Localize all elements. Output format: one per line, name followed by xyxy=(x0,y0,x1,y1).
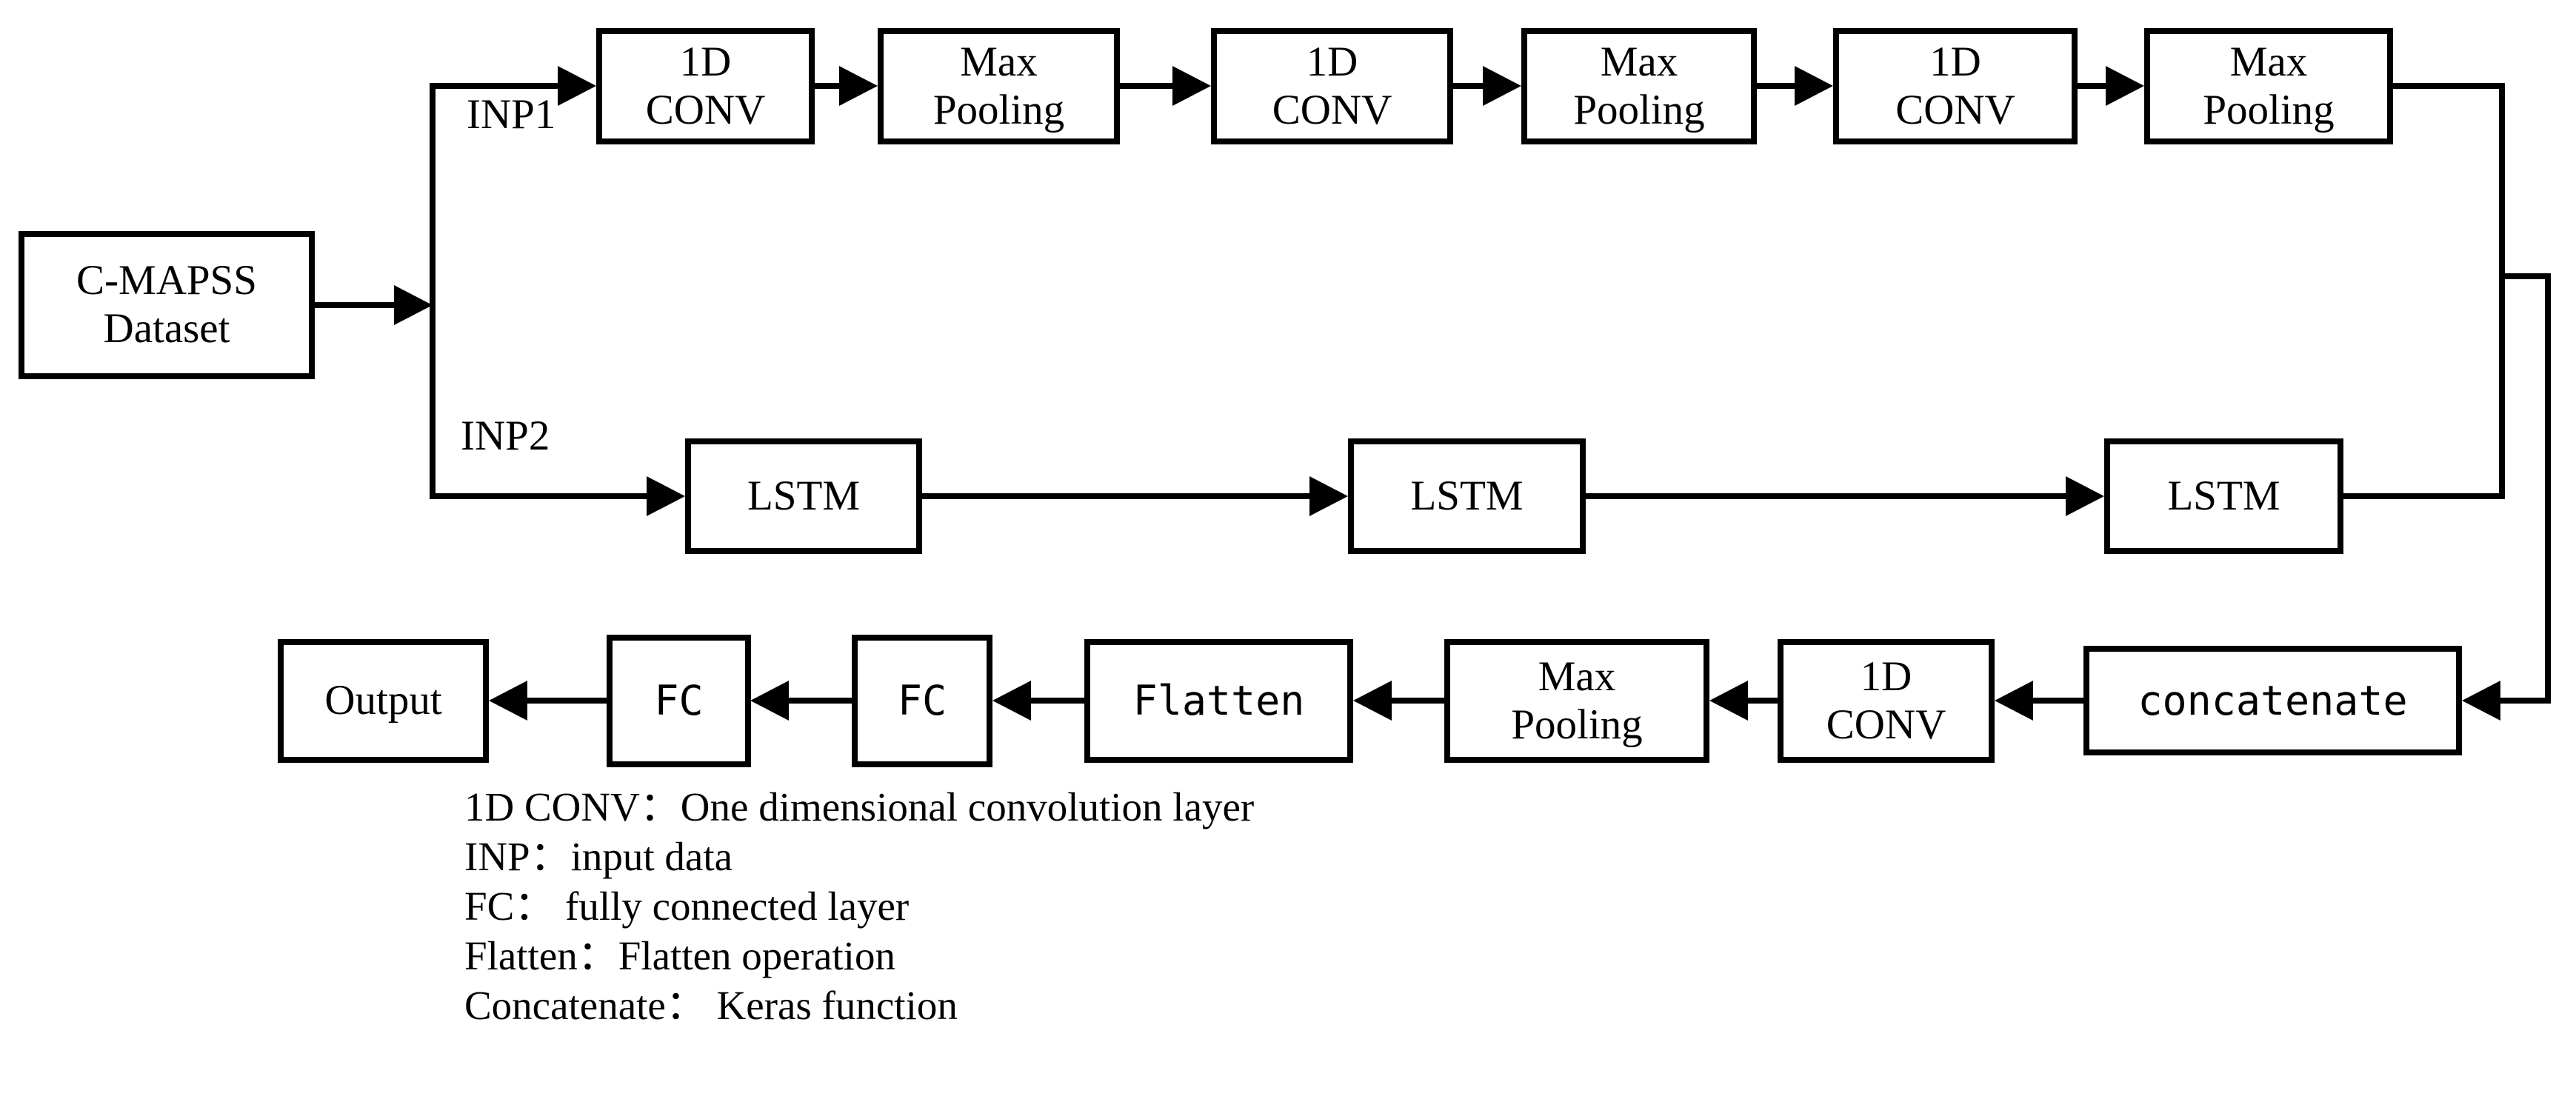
arrowhead-into-pool2-icon xyxy=(1483,66,1521,106)
node-cmapss-dataset: C-MAPSS Dataset xyxy=(19,231,315,379)
edge-dataset-out xyxy=(315,302,396,308)
label-inp2: INP2 xyxy=(461,413,550,459)
arrowhead-into-conv4-icon xyxy=(1995,681,2033,721)
node-1d-conv-3: 1D CONV xyxy=(1833,28,2078,144)
edge-right-rail-outer xyxy=(2545,273,2551,704)
legend: 1D CONV：One dimensional convolution laye… xyxy=(464,782,1254,1030)
node-max-pooling-2: Max Pooling xyxy=(1521,28,1757,144)
legend-line-1d-conv: 1D CONV：One dimensional convolution laye… xyxy=(464,784,1255,829)
legend-line-fc: FC： fully connected layer xyxy=(464,884,910,929)
arrowhead-into-conv1-icon xyxy=(558,66,596,106)
arrowhead-into-branch-icon xyxy=(394,285,433,325)
edge-fc2-fc1 xyxy=(789,698,852,704)
edge-rail-concat xyxy=(2496,698,2551,704)
node-max-pooling-3: Max Pooling xyxy=(2144,28,2393,144)
arrowhead-into-concatenate-icon xyxy=(2462,681,2500,721)
node-fc-1: FC xyxy=(607,635,751,767)
edge-flatten-fc2 xyxy=(1031,698,1084,704)
node-1d-conv-2: 1D CONV xyxy=(1211,28,1453,144)
edge-fc1-output xyxy=(527,698,607,704)
arrowhead-into-flatten-icon xyxy=(1353,681,1392,721)
edge-lstm1-lstm2 xyxy=(922,493,1312,499)
arrowhead-into-fc2-icon xyxy=(992,681,1031,721)
legend-line-inp: INP：input data xyxy=(464,834,733,879)
node-1d-conv-1: 1D CONV xyxy=(596,28,815,144)
edge-lstm3-out xyxy=(2343,493,2505,499)
node-max-pooling-1: Max Pooling xyxy=(878,28,1120,144)
edge-pool1-conv2 xyxy=(1120,83,1176,89)
arrowhead-into-pool3-icon xyxy=(2106,66,2144,106)
edge-conv3-pool3 xyxy=(2078,83,2109,89)
node-output: Output xyxy=(278,639,489,763)
arrowhead-into-conv3-icon xyxy=(1795,66,1833,106)
edge-pool4-flatten xyxy=(1392,698,1444,704)
legend-line-concatenate: Concatenate： Keras function xyxy=(464,983,958,1028)
arrowhead-into-conv2-icon xyxy=(1172,66,1211,106)
edge-branch-rail xyxy=(430,83,436,499)
node-flatten: Flatten xyxy=(1084,639,1353,763)
node-max-pooling-4: Max Pooling xyxy=(1444,639,1709,763)
label-inp1: INP1 xyxy=(467,91,556,138)
arrowhead-into-lstm2-icon xyxy=(1309,476,1348,516)
node-1d-conv-4: 1D CONV xyxy=(1778,639,1995,763)
edge-conv1-pool1 xyxy=(815,83,843,89)
arrowhead-into-output-icon xyxy=(489,681,527,721)
node-fc-2: FC xyxy=(852,635,992,767)
edge-concat-conv4 xyxy=(2033,698,2083,704)
edge-inp1 xyxy=(433,83,561,89)
node-concatenate: concatenate xyxy=(2083,646,2462,755)
edge-pool3-out xyxy=(2393,83,2505,89)
edge-inp2 xyxy=(433,493,650,499)
edge-right-rail-inner xyxy=(2499,83,2505,499)
arrowhead-into-lstm3-icon xyxy=(2066,476,2104,516)
edge-conv2-pool2 xyxy=(1453,83,1486,89)
node-lstm-3: LSTM xyxy=(2104,438,2343,554)
arrowhead-into-lstm1-icon xyxy=(647,476,685,516)
node-lstm-2: LSTM xyxy=(1348,438,1586,554)
edge-conv4-pool4 xyxy=(1748,698,1778,704)
edge-pool2-conv3 xyxy=(1757,83,1798,89)
arrowhead-into-pool4-icon xyxy=(1709,681,1748,721)
edge-rail-stub xyxy=(2499,273,2551,279)
arrowhead-into-pool1-icon xyxy=(839,66,878,106)
edge-lstm2-lstm3 xyxy=(1586,493,2069,499)
arrowhead-into-fc1-icon xyxy=(750,681,789,721)
legend-line-flatten: Flatten：Flatten operation xyxy=(464,933,895,978)
node-lstm-1: LSTM xyxy=(685,438,922,554)
